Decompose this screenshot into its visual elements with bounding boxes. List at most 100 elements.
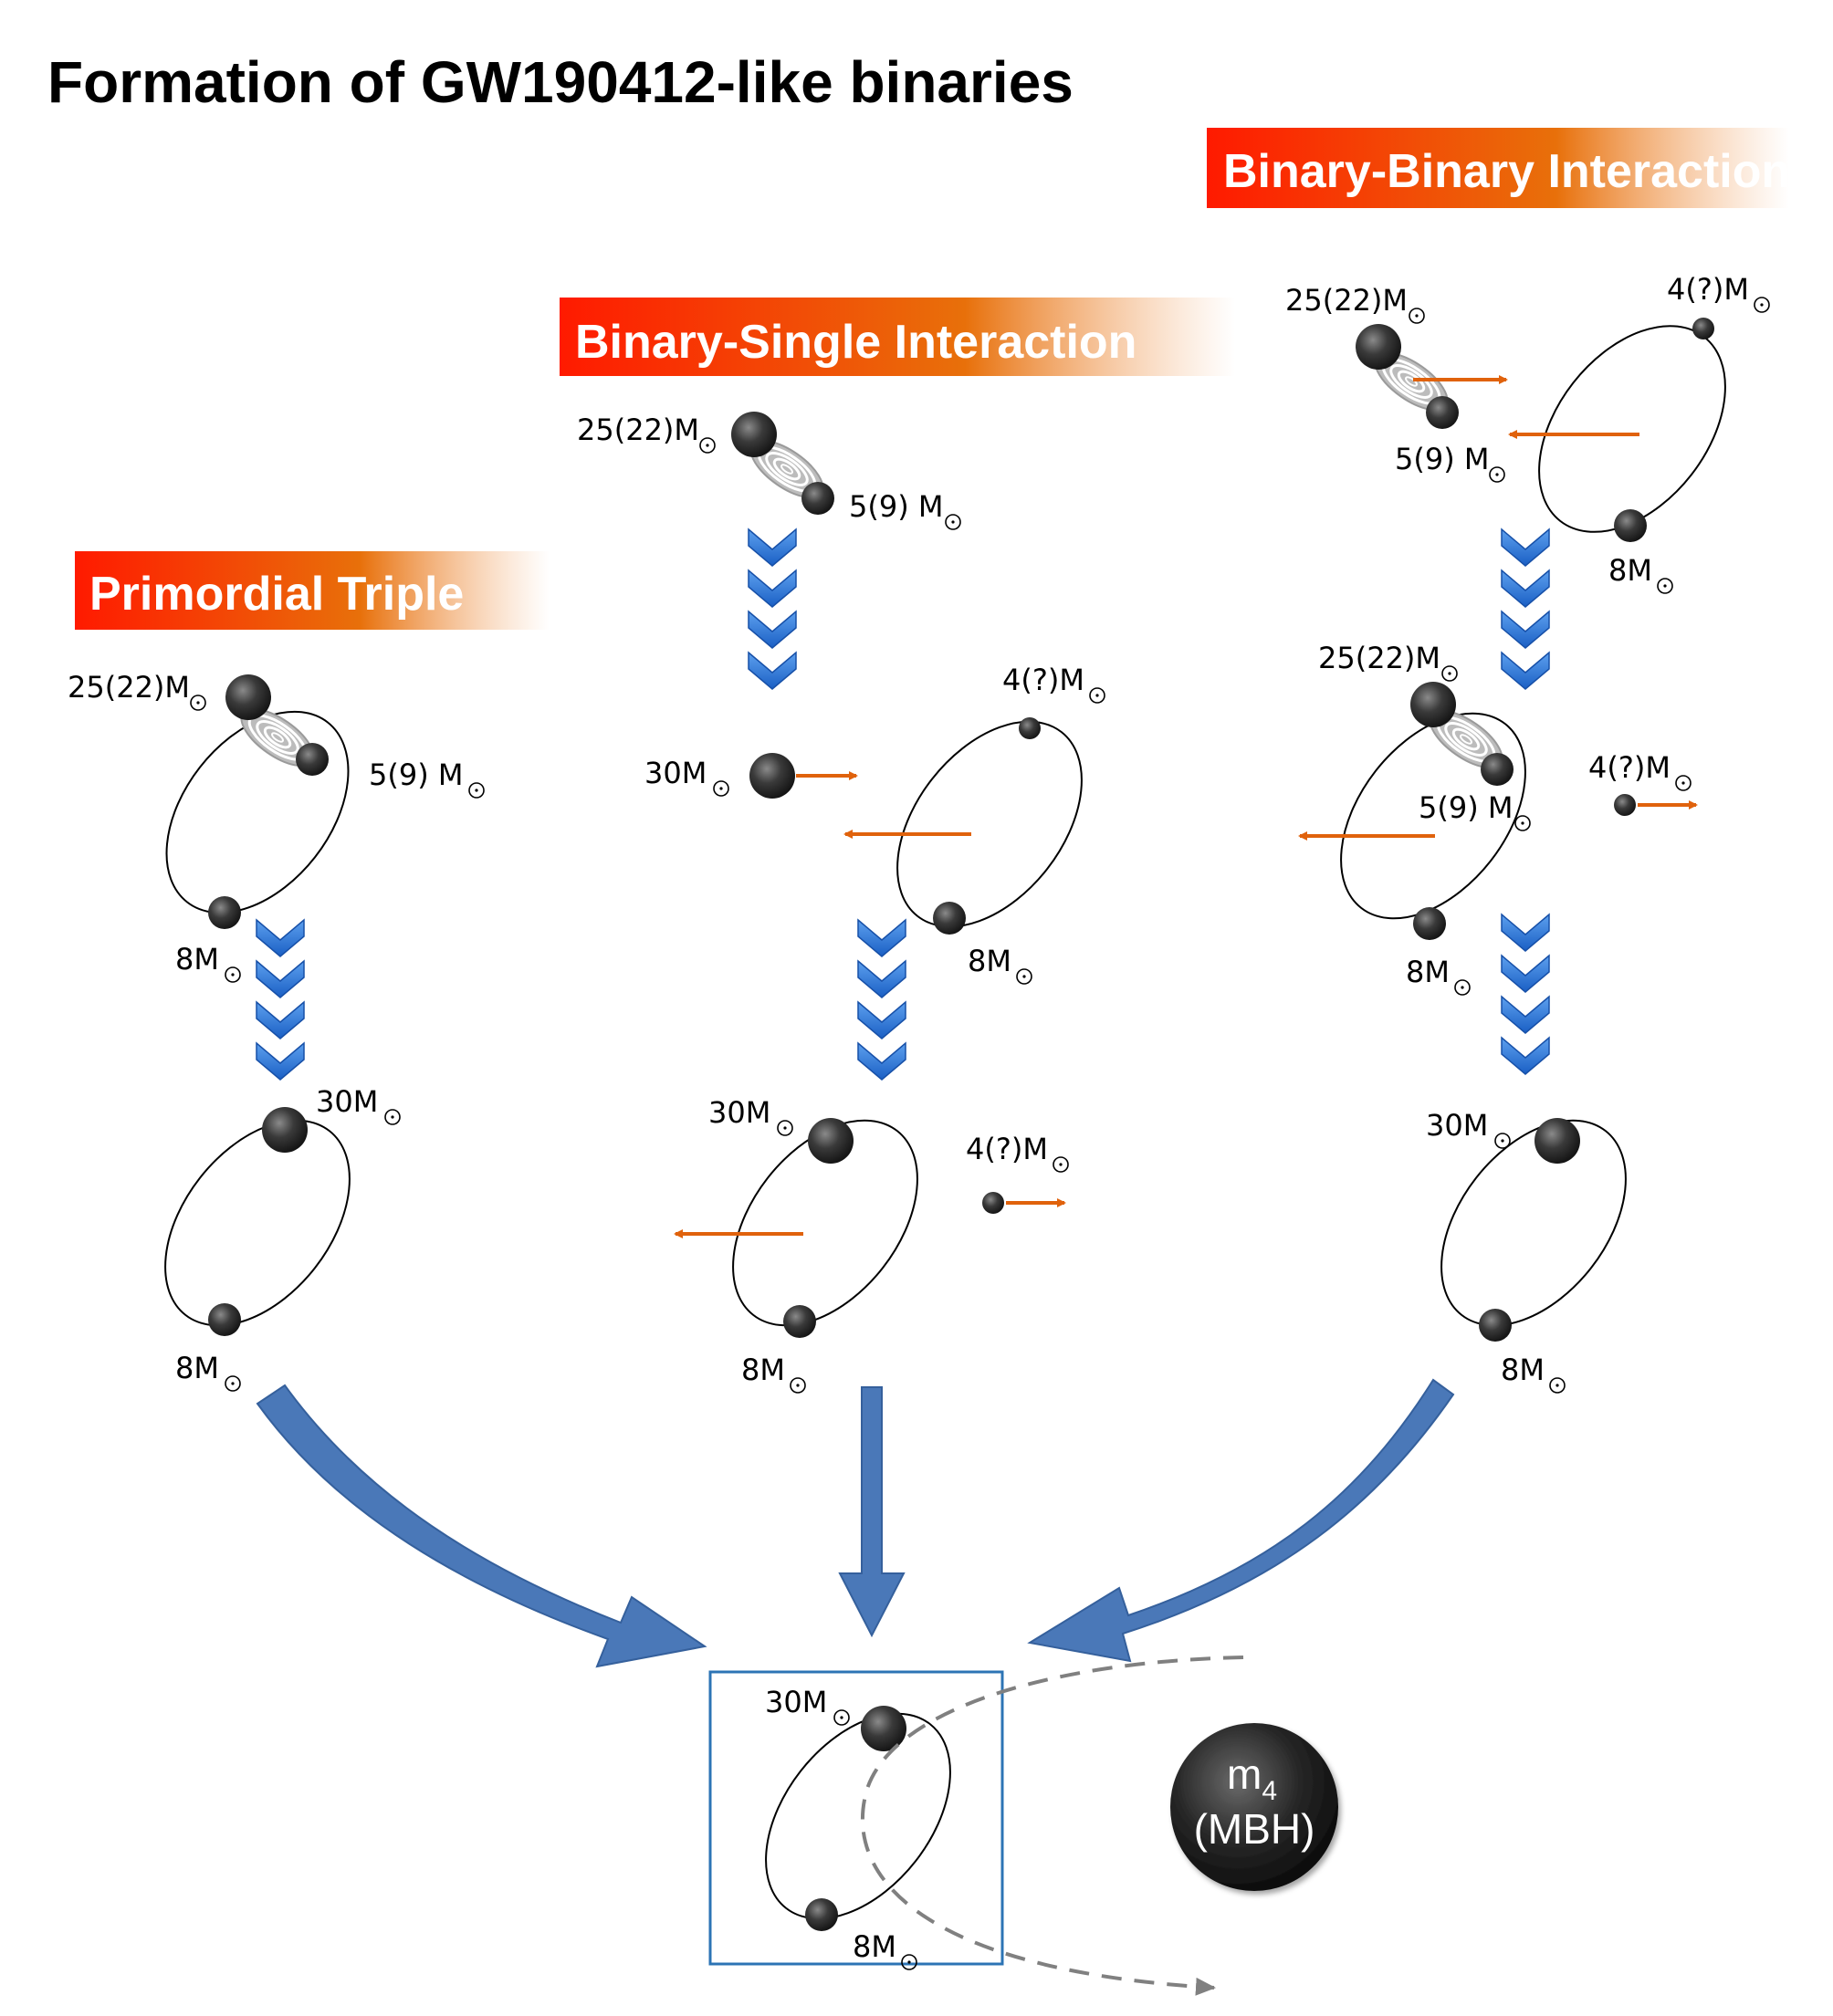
svg-text:8M: 8M [1608,553,1652,588]
svg-text:4(?)M: 4(?)M [1588,750,1671,785]
banner-binary-single: Binary-Single Interaction [560,298,1235,376]
orbit [1440,1119,1627,1327]
primordial-triple-final: 30M 8M [164,1084,401,1392]
ejected-body [1614,794,1636,816]
tertiary-body [933,902,966,935]
mass-label: 8M [741,1353,806,1394]
flyby-trajectory [861,1656,1244,1996]
binary-single-encounter: 30M 4(?)M 8M [644,663,1105,985]
orbit [1340,712,1526,920]
chevron-stack [748,528,797,690]
orbit [896,720,1083,928]
merged-black-hole [808,1118,854,1164]
svg-text:8M: 8M [1406,955,1450,989]
mass-label: 8M [175,1351,241,1392]
mass-label: 5(9) M [369,757,485,799]
intruder-body [1692,318,1714,339]
svg-text:25(22)M: 25(22)M [1285,283,1408,318]
binary-binary-encounter: 25(22)M 5(9) M 4(?)M 8M [1298,641,1698,996]
converge-arrow-right [1027,1378,1455,1663]
svg-text:30M: 30M [708,1095,770,1130]
page-title: Formation of GW190412-like binaries [47,49,1074,115]
mass-label: 5(9) M [849,489,961,530]
mass-label: 25(22)M [1318,641,1458,682]
tertiary-body [208,1303,241,1336]
merged-black-hole [262,1107,308,1153]
svg-text:8M: 8M [1501,1353,1545,1387]
svg-text:8M: 8M [175,942,219,977]
svg-text:5(9) M: 5(9) M [369,757,463,792]
tertiary-body [805,1898,838,1931]
svg-text:4(?)M: 4(?)M [1667,272,1749,307]
mass-label: 5(9) M [1419,790,1531,831]
mass-label: 25(22)M [68,670,206,711]
orbit [765,1712,951,1920]
chevron-stack [1501,528,1550,690]
banner-primordial-triple: Primordial Triple [75,551,550,630]
mass-label: 5(9) M [1395,442,1505,483]
banner-binary-single-label: Binary-Single Interaction [575,316,1136,369]
binary-binary-initial: 25(22)M 5(9) M 4(?)M 8M [1285,272,1770,594]
converge-arrow-left [256,1384,707,1668]
merged-black-hole [861,1706,906,1751]
outcome-frame [708,1670,1004,1966]
mass-label: 30M [708,1095,793,1136]
mass-label: 4(?)M [1588,750,1692,791]
svg-text:8M: 8M [853,1929,896,1964]
orbit [732,1119,918,1327]
black-hole-secondary [1426,396,1459,429]
mbh: m4 (MBH) [1170,1723,1338,1891]
banner-binary-binary: Binary-Binary Interaction [1207,128,1790,208]
outcome-box: 30M 8M [708,1670,1004,1970]
black-hole-secondary [801,482,834,515]
svg-text:25(22)M: 25(22)M [1318,641,1440,675]
merged-black-hole [1534,1118,1580,1164]
svg-text:25(22)M: 25(22)M [577,413,699,447]
intruder-body [1019,717,1041,739]
svg-text:30M: 30M [1426,1108,1488,1143]
svg-text:4(?)M: 4(?)M [966,1132,1048,1166]
massive-black-hole [1170,1723,1338,1891]
ejected-body [982,1192,1004,1214]
binary-single-final: 30M 4(?)M 8M [674,1095,1069,1394]
svg-text:25(22)M: 25(22)M [68,670,190,705]
svg-text:5(9) M: 5(9) M [1419,790,1513,825]
tertiary-body [1413,907,1446,940]
mass-label: 8M [175,942,241,983]
tertiary-body [1614,509,1647,542]
mass-label: 30M [316,1084,401,1125]
tertiary-body [783,1305,816,1338]
mass-label: 30M [644,756,729,797]
mass-label: 30M [765,1685,850,1726]
chevron-stack [256,919,305,1081]
chevron-stack [1501,914,1550,1075]
svg-text:30M: 30M [316,1084,378,1119]
black-hole-primary [1410,682,1456,727]
orbit [164,1119,351,1327]
mass-label: 4(?)M [1002,663,1105,704]
primordial-triple-initial: 25(22)M 5(9) M 8M [68,670,485,983]
chevron-stack [857,919,906,1081]
mass-label: 8M [853,1929,917,1970]
svg-text:8M: 8M [175,1351,219,1385]
banner-primordial-triple-label: Primordial Triple [89,568,464,621]
tertiary-body [208,896,241,929]
mass-label: 8M [1608,553,1673,594]
converge-arrow-center [838,1386,906,1638]
binary-binary-final: 30M 8M [1426,1108,1627,1394]
svg-text:8M: 8M [741,1353,785,1387]
black-hole-primary [731,412,777,457]
black-hole-primary [1356,324,1401,370]
svg-text:8M: 8M [968,944,1011,978]
orbit [165,710,350,914]
mass-label: 4(?)M [966,1132,1069,1173]
svg-text:30M: 30M [644,756,707,790]
black-hole-primary [225,674,271,720]
mass-label: 25(22)M [1285,283,1425,324]
svg-text:5(9) M: 5(9) M [1395,442,1489,476]
svg-text:30M: 30M [765,1685,827,1719]
mbh-mass-label: m4 [1227,1750,1277,1806]
tertiary-body [1479,1309,1512,1342]
banner-binary-binary-label: Binary-Binary Interaction [1223,145,1790,198]
